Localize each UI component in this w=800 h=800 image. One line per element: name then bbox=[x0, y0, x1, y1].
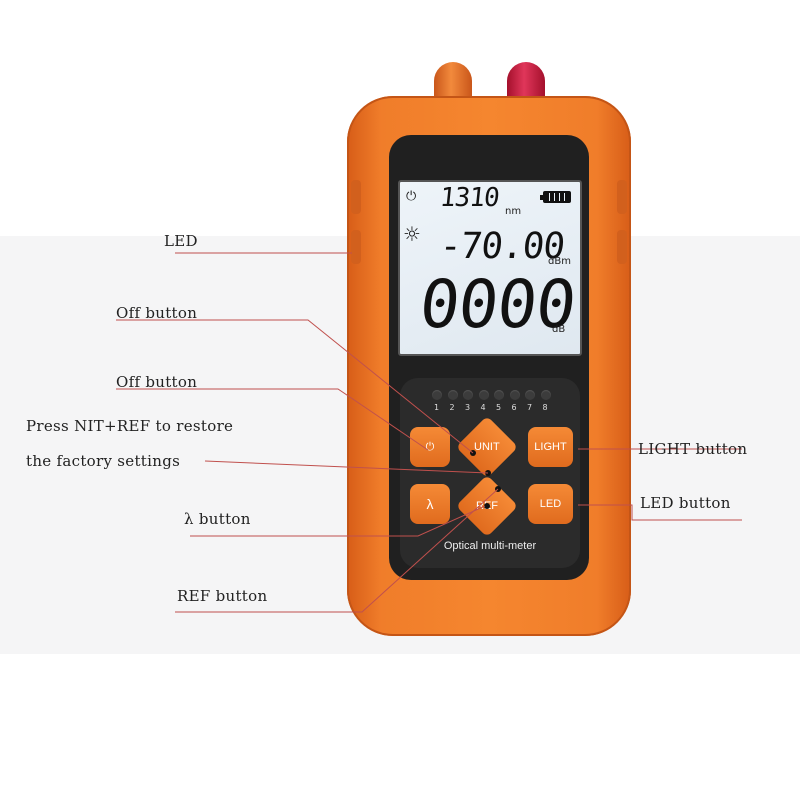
leader-lambda bbox=[190, 505, 486, 537]
indicator-led bbox=[525, 390, 535, 400]
callout-ref-button: REF button bbox=[177, 587, 268, 605]
indicator-led-number: 8 bbox=[542, 403, 548, 412]
leader-press bbox=[204, 460, 489, 474]
indicator-led-number: 3 bbox=[465, 403, 471, 412]
led-button-label: LED bbox=[539, 498, 562, 510]
grip-rib bbox=[617, 180, 627, 214]
power-icon: ⏻ bbox=[425, 440, 435, 453]
indicator-led bbox=[509, 390, 520, 400]
loss-unit: dB bbox=[552, 324, 566, 335]
lambda-button[interactable]: λ bbox=[410, 484, 450, 524]
leader-led-button bbox=[578, 504, 742, 521]
callout-light-button: LIGHT button bbox=[638, 440, 748, 458]
callout-led-button: LED button bbox=[640, 494, 731, 512]
device-caption: Optical multi-meter bbox=[443, 540, 537, 552]
power-unit: dBm bbox=[548, 256, 571, 267]
indicator-led-number: 6 bbox=[511, 403, 517, 412]
grip-rib bbox=[351, 230, 361, 264]
indicator-led bbox=[463, 390, 473, 400]
grip-rib bbox=[617, 230, 627, 264]
callout-off-button-2: Off button bbox=[116, 373, 198, 391]
leader-off2 bbox=[116, 388, 429, 451]
power-icon: ⏻ bbox=[406, 189, 417, 204]
indicator-led bbox=[494, 390, 504, 400]
callout-restore-line2: the factory settings bbox=[26, 452, 181, 470]
indicator-led-number: 7 bbox=[527, 403, 533, 412]
pointer-dot bbox=[484, 503, 490, 509]
led-button[interactable]: LED bbox=[528, 484, 573, 524]
indicator-led bbox=[432, 390, 442, 400]
battery-icon bbox=[540, 191, 571, 203]
light-button[interactable]: LIGHT bbox=[528, 427, 573, 467]
power-button[interactable]: ⏻ bbox=[410, 427, 450, 467]
grip-rib bbox=[351, 180, 361, 214]
sun-icon: ☼ bbox=[403, 222, 421, 246]
indicator-led-number: 1 bbox=[434, 403, 440, 412]
callout-led: LED bbox=[164, 232, 198, 250]
wavelength-unit: nm bbox=[505, 206, 522, 217]
leader-ref bbox=[175, 488, 499, 613]
light-button-label: LIGHT bbox=[534, 441, 567, 453]
leader-off1 bbox=[116, 319, 474, 454]
callout-off-button-1: Off button bbox=[116, 304, 198, 322]
indicator-led bbox=[540, 390, 551, 400]
indicator-led-number: 5 bbox=[496, 403, 502, 412]
indicator-led bbox=[478, 390, 489, 400]
indicator-led-number: 4 bbox=[480, 403, 486, 412]
indicator-led-number: 2 bbox=[449, 403, 455, 412]
callout-lambda-button: λ button bbox=[184, 510, 251, 528]
indicator-led bbox=[447, 390, 458, 400]
callout-restore-line1: Press NIT+REF to restore bbox=[26, 417, 234, 435]
lcd-display bbox=[398, 180, 582, 356]
lambda-button-label: λ bbox=[426, 496, 434, 512]
